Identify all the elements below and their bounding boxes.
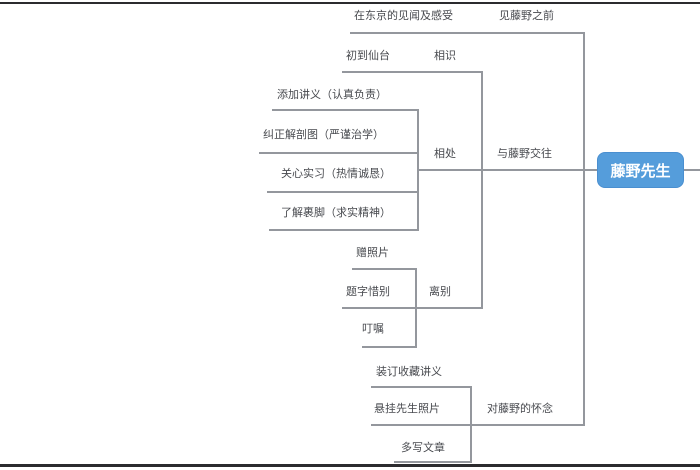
node-arrive-sendai[interactable]: 初到仙台 bbox=[346, 49, 390, 62]
connector-line bbox=[371, 424, 583, 426]
node-interaction-with-fujino[interactable]: 与藤野交往 bbox=[497, 147, 552, 160]
node-write-more-articles[interactable]: 多写文章 bbox=[401, 441, 445, 454]
connector-line bbox=[362, 346, 415, 348]
node-bind-collect-notes[interactable]: 装订收藏讲义 bbox=[376, 365, 442, 378]
connector-line bbox=[481, 71, 483, 309]
node-getting-along[interactable]: 相处 bbox=[434, 147, 456, 160]
node-concern-for-practice[interactable]: 关心实习（热情诚恳） bbox=[281, 167, 391, 180]
connector-line bbox=[342, 71, 481, 73]
main-branch-connector bbox=[583, 32, 585, 426]
connector-line bbox=[415, 268, 417, 348]
connector-line bbox=[417, 169, 597, 171]
node-adding-to-lecture-notes[interactable]: 添加讲义（认真负责） bbox=[277, 88, 387, 101]
connector-line bbox=[470, 386, 472, 463]
root-right-connector-line bbox=[684, 169, 700, 171]
connector-line bbox=[352, 268, 415, 270]
node-correcting-anatomy-chart[interactable]: 纠正解剖图（严谨治学） bbox=[263, 128, 384, 141]
connector-line bbox=[350, 32, 583, 34]
connector-line bbox=[259, 152, 417, 154]
top-frame-edge bbox=[0, 2, 700, 4]
node-foot-binding-inquiry[interactable]: 了解裹脚（求实精神） bbox=[281, 206, 391, 219]
connector-line bbox=[269, 229, 417, 231]
bottom-frame-edge bbox=[0, 464, 700, 467]
connector-line bbox=[394, 461, 470, 463]
node-gift-photo[interactable]: 赠照片 bbox=[356, 246, 389, 259]
connector-line bbox=[417, 109, 419, 231]
node-hang-teacher-photo[interactable]: 悬挂先生照片 bbox=[374, 402, 440, 415]
node-farewell-inscription[interactable]: 题字惜别 bbox=[346, 285, 390, 298]
node-acquaintance[interactable]: 相识 bbox=[434, 49, 456, 62]
node-before-meeting-fujino[interactable]: 见藤野之前 bbox=[499, 9, 554, 22]
connector-line bbox=[371, 386, 470, 388]
node-remembrance-of-fujino[interactable]: 对藤野的怀念 bbox=[487, 402, 553, 415]
node-exhortation[interactable]: 叮嘱 bbox=[362, 322, 384, 335]
connector-line bbox=[342, 307, 481, 309]
connector-line bbox=[272, 109, 417, 111]
connector-line bbox=[267, 191, 417, 193]
root-topic-fujino-sensei[interactable]: 藤野先生 bbox=[597, 152, 684, 188]
node-parting[interactable]: 离别 bbox=[429, 285, 451, 298]
node-tokyo-experiences[interactable]: 在东京的见闻及感受 bbox=[354, 9, 453, 22]
